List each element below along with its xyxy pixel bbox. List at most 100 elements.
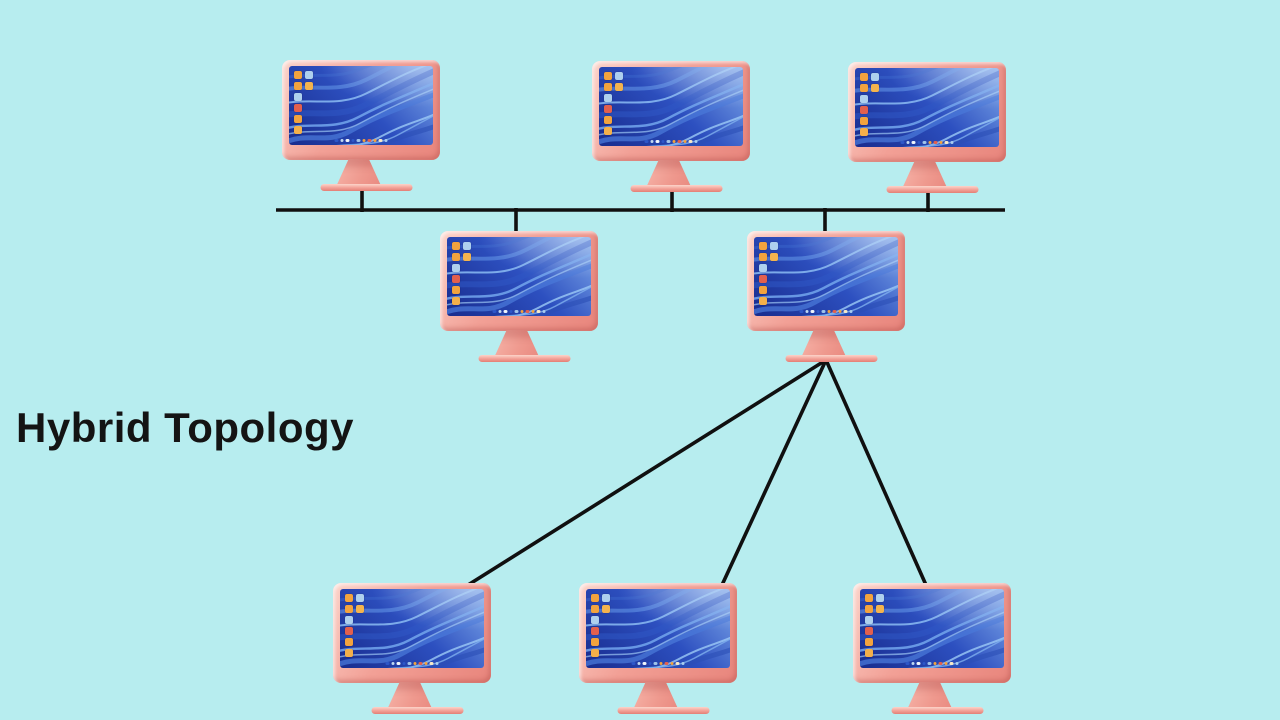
desktop-icon [305, 82, 313, 90]
wallpaper-waves [599, 67, 743, 146]
dock-dot [949, 661, 953, 665]
monitor-base [617, 707, 710, 714]
desktop-icon [356, 605, 364, 613]
desktop-icon [860, 95, 868, 103]
connection-line-star-link-1 [467, 358, 827, 587]
desktop-icons [860, 73, 886, 143]
monitor-base [630, 185, 723, 192]
monitor-frame [848, 62, 1006, 162]
monitor-stand [902, 161, 948, 188]
dock-dot [933, 140, 937, 144]
dock-dot [905, 661, 909, 665]
desktop-icon [602, 594, 610, 602]
desktop-icon [770, 242, 778, 250]
dock-dot [816, 309, 820, 313]
monitor-stand [387, 682, 433, 709]
desktop-icon [759, 242, 767, 250]
dock-dot [642, 661, 646, 665]
desktop-icon [345, 605, 353, 613]
dock-dot [683, 139, 687, 143]
monitor-screen [754, 237, 898, 316]
desktop-icon [591, 638, 599, 646]
wallpaper-waves [447, 237, 591, 316]
dock-dot [514, 309, 518, 313]
desktop-icon [871, 84, 879, 92]
dock-dot [407, 661, 411, 665]
desktop-icons [591, 594, 617, 664]
wallpaper-waves [340, 589, 484, 668]
dock-dot [688, 139, 692, 143]
monitor-frame [440, 231, 598, 331]
monitor-stand [336, 159, 382, 186]
desktop-icon [770, 253, 778, 261]
desktop-icon [759, 253, 767, 261]
dock-dot [911, 661, 915, 665]
desktop-icon [591, 649, 599, 657]
desktop-icons [865, 594, 891, 664]
desktop-icon [865, 605, 873, 613]
desktop-icon [463, 242, 471, 250]
desktop-icon [345, 627, 353, 635]
dock-dot [373, 138, 377, 142]
monitor-screen [586, 589, 730, 668]
dock-dot [944, 140, 948, 144]
desktop-icon [591, 605, 599, 613]
monitor-frame [853, 583, 1011, 683]
desktop-icon [452, 275, 460, 283]
desktop-icon [759, 286, 767, 294]
dock-dot [659, 661, 663, 665]
dock-dot [939, 140, 943, 144]
computer-node-bus-computer-1 [282, 60, 440, 191]
desktop-icon [604, 94, 612, 102]
dock-dot [821, 309, 825, 313]
computer-node-hub-computer [747, 231, 905, 362]
dock-dot [637, 661, 641, 665]
desktop-icon [876, 605, 884, 613]
taskbar-dock [631, 661, 685, 665]
dock-dot [917, 140, 921, 144]
desktop-icon [604, 72, 612, 80]
dock-dot [928, 140, 932, 144]
dock-dot [666, 139, 670, 143]
diagram-title: Hybrid Topology [16, 404, 355, 451]
dock-dot [424, 661, 428, 665]
desktop-icon [345, 594, 353, 602]
desktop-icon [871, 73, 879, 81]
dock-dot [356, 138, 360, 142]
computer-node-bus-computer-2 [592, 61, 750, 192]
dock-dot [384, 138, 388, 142]
dock-dot [922, 140, 926, 144]
computer-node-drop-computer [440, 231, 598, 362]
taskbar-dock [799, 309, 853, 313]
monitor-screen [447, 237, 591, 316]
dock-dot [805, 309, 809, 313]
dock-dot [503, 309, 507, 313]
dock-dot [933, 661, 937, 665]
desktop-icon [294, 71, 302, 79]
monitor-stand [646, 160, 692, 187]
monitor-frame [579, 583, 737, 683]
dock-dot [944, 661, 948, 665]
monitor-screen [599, 67, 743, 146]
monitor-stand [801, 330, 847, 357]
dock-dot [413, 661, 417, 665]
monitor-screen [340, 589, 484, 668]
dock-dot [542, 309, 546, 313]
monitor-base [371, 707, 464, 714]
dock-dot [648, 661, 652, 665]
dock-dot [655, 139, 659, 143]
dock-dot [927, 661, 931, 665]
wallpaper-waves [855, 68, 999, 147]
dock-dot [827, 309, 831, 313]
desktop-icons [345, 594, 371, 664]
dock-dot [644, 139, 648, 143]
monitor-frame [747, 231, 905, 331]
dock-dot [525, 309, 529, 313]
dock-dot [849, 309, 853, 313]
desktop-icon [452, 242, 460, 250]
computer-node-star-computer-2 [579, 583, 737, 714]
desktop-icon [345, 649, 353, 657]
desktop-icon [604, 116, 612, 124]
dock-dot [378, 138, 382, 142]
